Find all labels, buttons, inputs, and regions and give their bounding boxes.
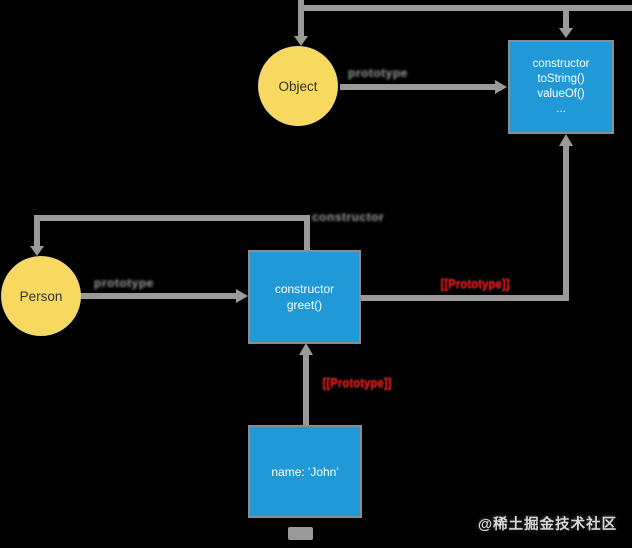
- node-object-prototype: constructor toString() valueOf() ...: [508, 40, 614, 134]
- node-object-label: Object: [278, 78, 318, 94]
- edge-proto-chain-vertical: [563, 146, 569, 301]
- arrow-right-into-person-prototype-icon: [236, 289, 248, 303]
- edge-proto-chain-horizontal: [360, 295, 566, 301]
- edge-label-proto-chain-right: [[Prototype]]: [440, 279, 510, 291]
- arrow-down-into-object-prototype-icon: [559, 28, 573, 38]
- edge-label-person-prototype: prototype: [94, 276, 154, 290]
- node-object-prototype-line: ...: [556, 103, 566, 115]
- edge-constructor-loop-right-vertical: [304, 221, 310, 251]
- arrow-up-into-person-prototype-icon: [299, 343, 313, 355]
- watermark: @稀土掘金技术社区: [478, 517, 618, 533]
- node-person-prototype-line: greet(): [286, 298, 323, 312]
- edge-top-horizontal: [299, 5, 632, 11]
- cropped-label-blob: [288, 527, 313, 540]
- edge-instance-proto-vertical: [303, 355, 309, 425]
- edge-label-proto-chain-bottom: [[Prototype]]: [322, 378, 392, 390]
- arrow-down-into-object-icon: [294, 36, 308, 46]
- node-person-prototype-line: constructor: [274, 282, 335, 296]
- edge-object-constructor-vertical: [298, 0, 304, 38]
- arrow-right-into-object-prototype-icon: [495, 80, 507, 94]
- node-object-prototype-line: constructor: [532, 58, 590, 70]
- edge-object-to-prototype: [340, 84, 496, 90]
- arrow-up-into-object-prototype-icon: [559, 134, 573, 146]
- node-person-instance: name: 'John': [248, 425, 362, 518]
- node-person-prototype: constructor greet(): [248, 250, 361, 344]
- node-person-instance-line: name: 'John': [271, 464, 339, 479]
- edge-label-person-constructor: constructor: [312, 210, 385, 224]
- arrow-down-into-person-icon: [30, 246, 44, 256]
- edge-constructor-loop-horizontal: [34, 215, 310, 221]
- node-person-label: Person: [19, 288, 63, 304]
- edge-object-prototype-top-vertical: [563, 10, 569, 30]
- node-object-prototype-line: toString(): [537, 73, 585, 85]
- node-object: Object: [258, 46, 338, 126]
- edge-constructor-loop-left-vertical: [34, 221, 40, 248]
- node-person: Person: [1, 256, 81, 336]
- edge-label-object-prototype: prototype: [348, 66, 408, 80]
- edge-person-to-prototype: [81, 293, 237, 299]
- node-object-prototype-line: valueOf(): [537, 88, 585, 100]
